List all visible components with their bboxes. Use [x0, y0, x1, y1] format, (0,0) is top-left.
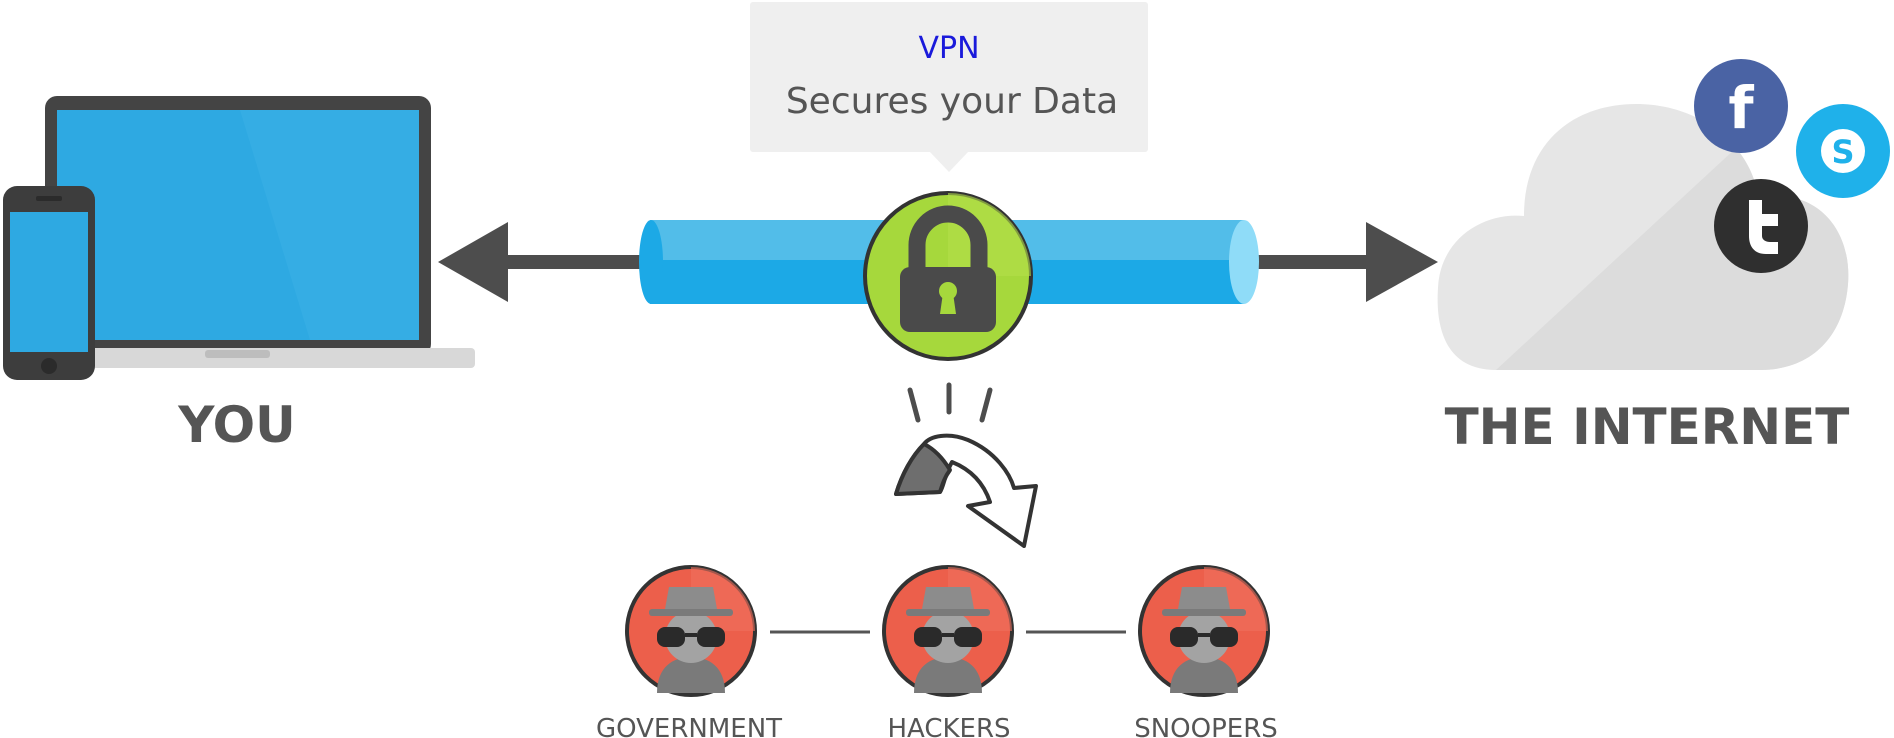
- threat-label: HACKERS: [887, 714, 1010, 738]
- you-label: YOU: [177, 396, 296, 454]
- twitter-icon: [1714, 179, 1808, 273]
- callout-subtitle: Secures your Data: [786, 81, 1118, 122]
- vpn-callout: VPN Secures your Data: [750, 2, 1148, 172]
- threat-label: GOVERNMENT: [596, 714, 782, 738]
- threat-label: SNOOPERS: [1134, 714, 1278, 738]
- facebook-icon: f: [1694, 59, 1788, 153]
- spy-icon: [1138, 565, 1270, 697]
- threat-hackers: HACKERS: [882, 565, 1014, 738]
- phone-icon: [3, 186, 95, 380]
- spy-icon: [625, 565, 757, 697]
- svg-text:f: f: [1728, 74, 1754, 142]
- spy-icon: [882, 565, 1014, 697]
- lock-icon: [863, 191, 1033, 361]
- internet-label: THE INTERNET: [1445, 398, 1850, 456]
- arrow-left-icon: [438, 222, 645, 302]
- threat-snoopers: SNOOPERS: [1134, 565, 1278, 738]
- threat-government: GOVERNMENT: [596, 565, 782, 738]
- svg-text:S: S: [1831, 133, 1854, 171]
- skype-icon: S: [1796, 104, 1890, 198]
- arrow-right-icon: [1242, 222, 1438, 302]
- blocked-lines-icon: [907, 382, 993, 423]
- laptop-icon: [45, 96, 475, 368]
- callout-title: VPN: [918, 31, 979, 66]
- deflected-arrow-icon: [894, 433, 1038, 548]
